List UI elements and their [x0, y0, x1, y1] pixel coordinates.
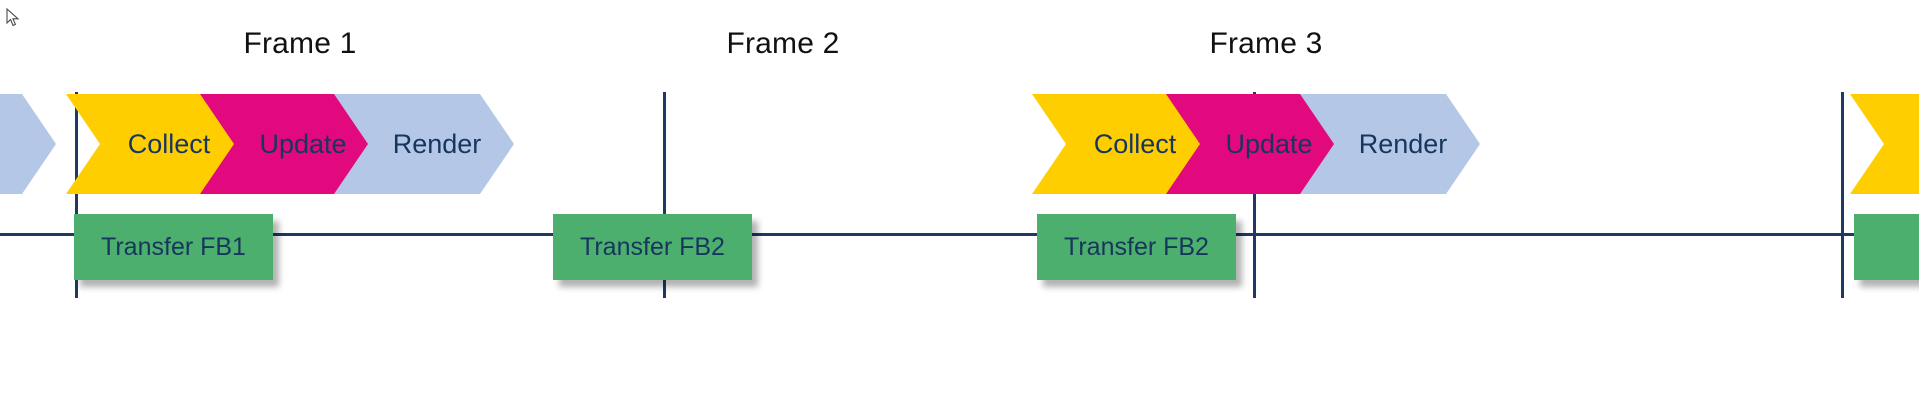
- stage-label: Collect: [127, 128, 211, 159]
- stage-label: Collect: [1093, 128, 1177, 159]
- transfer-label: Transfer FB2: [1064, 232, 1209, 261]
- transfer-bar-fb1: Transfer FB1: [74, 214, 273, 280]
- frame-label-3: Frame 3: [1209, 27, 1323, 60]
- transfer-bar-fb2-frame2: Transfer FB2: [553, 214, 752, 280]
- frame-label-2: Frame 2: [726, 27, 840, 60]
- stage-label: Update: [259, 128, 347, 159]
- transfer-label: Transfer FB2: [580, 232, 725, 261]
- frame-divider-2: [663, 92, 666, 298]
- frame-divider-4: [1841, 92, 1844, 298]
- stage-label: Render: [392, 128, 482, 159]
- mouse-pointer-icon: [6, 7, 20, 28]
- stage-label: Update: [1225, 128, 1313, 159]
- stage-collect-frame4: [1850, 94, 1919, 194]
- frame-divider-1: [75, 92, 78, 298]
- stage-label: Render: [1358, 128, 1448, 159]
- frame-divider-3: [1253, 92, 1256, 298]
- stage-render-previous: [0, 94, 56, 194]
- transfer-bar-fb2-frame3: Transfer FB2: [1037, 214, 1236, 280]
- frame-label-1: Frame 1: [243, 27, 357, 60]
- time-axis-line: [0, 233, 1898, 236]
- transfer-bar-next: [1854, 214, 1919, 280]
- transfer-label: Transfer FB1: [101, 232, 246, 261]
- stage-render-frame1: Render: [334, 94, 514, 194]
